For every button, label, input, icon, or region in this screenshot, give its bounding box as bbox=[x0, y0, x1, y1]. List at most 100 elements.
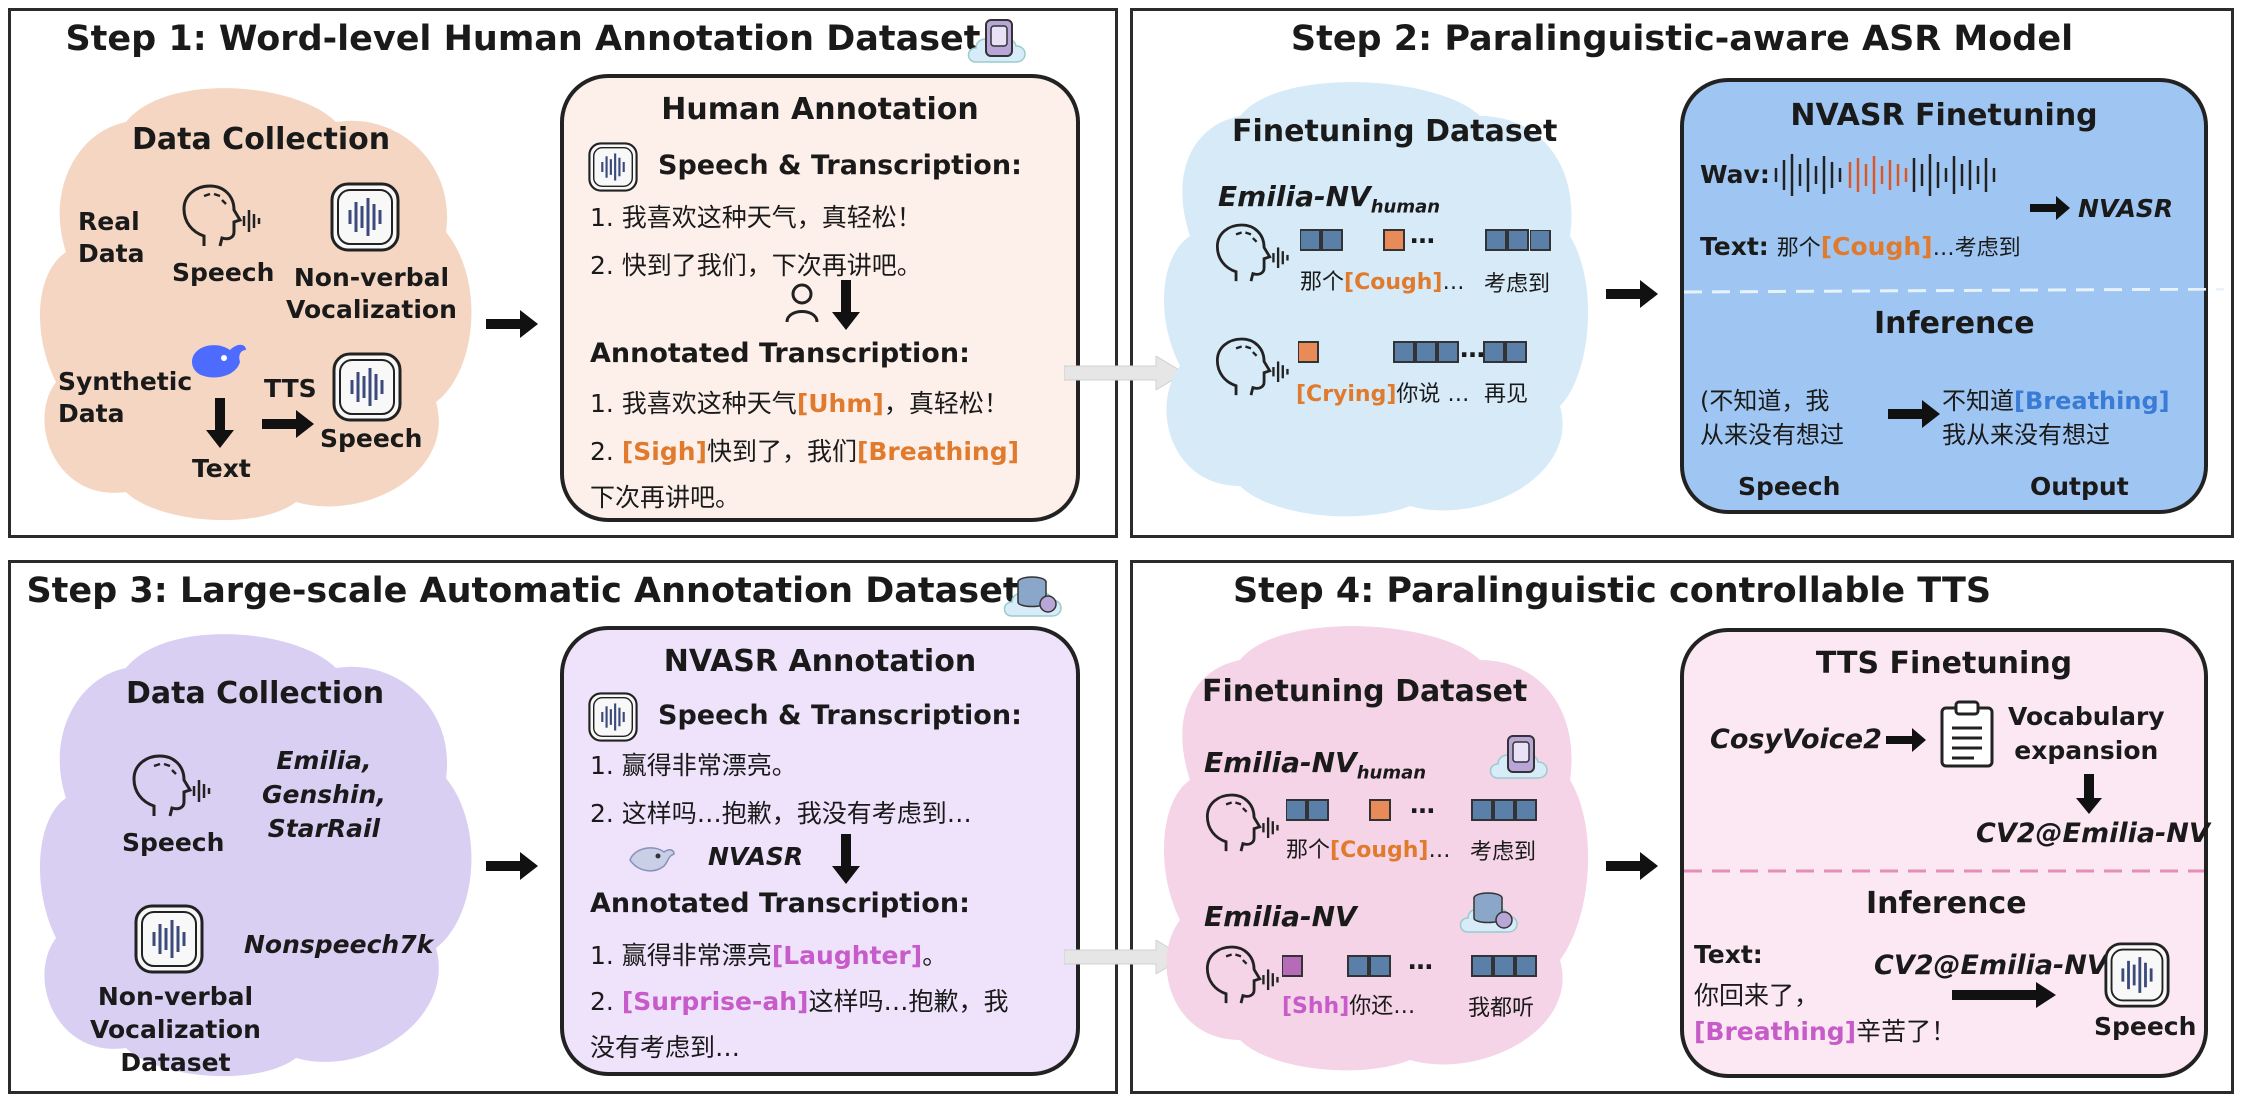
step4-emilia-label: Emilia-NV bbox=[1204, 900, 1357, 933]
auto-database-icon bbox=[1003, 576, 1062, 617]
step4-row-1-end: 考虑到 bbox=[1470, 840, 1537, 865]
dashed-divider bbox=[1684, 288, 2224, 294]
head-icon-1 bbox=[1215, 223, 1289, 283]
inference-arrow-icon bbox=[1888, 400, 1940, 428]
speech-transcription-label: Speech & Transcription: bbox=[658, 150, 1022, 181]
tts-finetuning-title: TTS Finetuning bbox=[1815, 646, 2073, 681]
step1-collection-title: Data Collection bbox=[132, 122, 391, 157]
token-row-1b bbox=[1530, 230, 1551, 251]
step4-arrow-icon bbox=[1606, 852, 1658, 880]
token-row-2 bbox=[1298, 341, 1527, 363]
step2-arrow-icon bbox=[1606, 280, 1658, 308]
nonverbal-wave-icon bbox=[330, 182, 400, 252]
step1-title: Step 1: Word-level Human Annotation Data… bbox=[65, 19, 981, 59]
nvasr-label: NVASR bbox=[2078, 194, 2174, 223]
step4-database-icon bbox=[1489, 735, 1548, 779]
cv2-emilia-label: CV2@Emilia-NV bbox=[1976, 818, 2210, 849]
bird-logo-icon bbox=[629, 847, 675, 872]
text-arrow-icon bbox=[206, 398, 234, 448]
cosyvoice2-label: CosyVoice2 bbox=[1710, 724, 1882, 755]
step4-row-1-text: 那个[Cough]… bbox=[1286, 838, 1451, 863]
finetune-text-line: Text: 那个[Cough]…考虑到 bbox=[1700, 232, 2021, 261]
head-icon-2 bbox=[1215, 337, 1289, 397]
dataset-names: Emilia,Genshin,StarRail bbox=[262, 746, 386, 843]
speech-label: Speech bbox=[172, 258, 275, 287]
tts-output-wave-icon bbox=[2104, 942, 2170, 1008]
transcription-line-1: 1. 我喜欢这种天气，真轻松！ bbox=[590, 203, 922, 232]
step4-inference-title: Inference bbox=[1866, 886, 2027, 921]
annotator-person-icon bbox=[785, 283, 819, 323]
nvasr-finetuning-title: NVASR Finetuning bbox=[1790, 98, 2098, 133]
step1-arrow-icon bbox=[486, 310, 538, 338]
step4-head-icon-2 bbox=[1205, 945, 1279, 1005]
step4-emilia-human-label: Emilia-NVhuman bbox=[1204, 746, 1427, 784]
step3-title: Step 3: Large-scale Automatic Annotation… bbox=[26, 571, 1020, 611]
nvasr-label-3: NVASR bbox=[708, 842, 804, 871]
vocab-down-arrow-icon bbox=[2076, 774, 2102, 814]
nvasr-annotation-title: NVASR Annotation bbox=[663, 644, 977, 679]
step4-ellipsis-2: … bbox=[1408, 946, 1433, 975]
speech-head-icon-3 bbox=[132, 754, 211, 818]
inference-output: 不知道[Breathing]我从来没有想过 bbox=[1942, 387, 2170, 449]
step2-dataset-cloud bbox=[1163, 82, 1589, 517]
step4-text-line-1: 你回来了， bbox=[1694, 981, 1820, 1010]
database-cloud-icon bbox=[967, 19, 1026, 63]
speech-label-3: Speech bbox=[122, 828, 225, 857]
dataset-row-1-end: 考虑到 bbox=[1484, 272, 1551, 297]
step2-dataset-title: Finetuning Dataset bbox=[1232, 114, 1558, 149]
ellipsis-1: … bbox=[1410, 220, 1435, 249]
text-label: Text bbox=[192, 454, 251, 483]
tts-output-arrow-icon bbox=[1952, 982, 2056, 1008]
annotated-line-1: 1. 我喜欢这种天气[Uhm]，真轻松！ bbox=[590, 389, 1009, 418]
annotated-line-3: 下次再讲吧。 bbox=[590, 483, 741, 512]
tts-arrow-icon bbox=[262, 410, 314, 438]
human-annotation-card: Human Annotation bbox=[560, 74, 1080, 522]
speech-caption: Speech bbox=[1738, 472, 1841, 501]
output-caption: Output bbox=[2030, 472, 2129, 501]
step3-annotated-label: Annotated Transcription: bbox=[590, 888, 970, 919]
step4-row-2-end: 我都听 bbox=[1468, 996, 1535, 1021]
step3-annotated-line-3: 没有考虑到… bbox=[590, 1033, 741, 1062]
step4-text-line-2: [Breathing]辛苦了！ bbox=[1694, 1017, 1957, 1046]
speech-transcription-label-3: Speech & Transcription: bbox=[658, 700, 1022, 731]
step4-ellipsis-1: … bbox=[1410, 790, 1435, 819]
tts-output-speech-label: Speech bbox=[2094, 1012, 2197, 1041]
step3-transcription-line-2: 2. 这样吗…抱歉，我没有考虑到… bbox=[590, 799, 972, 828]
step3-transcription-line-1: 1. 赢得非常漂亮。 bbox=[590, 751, 797, 780]
synthetic-wave-icon bbox=[332, 352, 402, 422]
gray-connector-arrow-1 bbox=[1064, 356, 1184, 390]
step4-text-label: Text: bbox=[1694, 940, 1763, 969]
speech-wave-icon-3 bbox=[588, 692, 638, 742]
wav-label: Wav: bbox=[1700, 160, 1770, 189]
dataset-row-2-end: 再见 bbox=[1484, 382, 1529, 407]
annotated-transcription-label: Annotated Transcription: bbox=[590, 338, 970, 369]
step3-arrow-icon bbox=[486, 852, 538, 880]
nvasr-arrow-icon bbox=[2030, 196, 2070, 220]
down-arrow-icon-3 bbox=[832, 834, 860, 884]
whale-logo-icon bbox=[192, 344, 246, 378]
nvasr-finetuning-card: NVASR Finetuning bbox=[1680, 78, 2208, 514]
pink-dashed-divider bbox=[1684, 869, 2204, 873]
cosy-arrow-icon bbox=[1886, 728, 1926, 752]
dataset-row-2-text: [Crying]你说 … bbox=[1296, 382, 1470, 407]
speech-label-2: Speech bbox=[320, 424, 423, 453]
waveform-icon bbox=[1774, 154, 1996, 196]
step4-head-icon-1 bbox=[1205, 793, 1279, 853]
step3-annotated-line-1: 1. 赢得非常漂亮[Laughter]。 bbox=[590, 941, 948, 970]
step4-row-2-text: [Shh]你还… bbox=[1282, 994, 1416, 1019]
step2-title: Step 2: Paralinguistic-aware ASR Model bbox=[1290, 19, 2074, 59]
ellipsis-2: … bbox=[1460, 334, 1485, 363]
speech-wave-icon bbox=[588, 142, 638, 192]
down-arrow-icon bbox=[832, 280, 860, 330]
human-annotation-title: Human Annotation bbox=[661, 92, 979, 127]
step4-auto-database-icon bbox=[1459, 892, 1518, 933]
emilia-nv-human-label: Emilia-NVhuman bbox=[1218, 180, 1441, 218]
step4-dataset-title: Finetuning Dataset bbox=[1202, 674, 1528, 709]
inference-title: Inference bbox=[1874, 306, 2035, 341]
tts-label: TTS bbox=[264, 374, 317, 403]
